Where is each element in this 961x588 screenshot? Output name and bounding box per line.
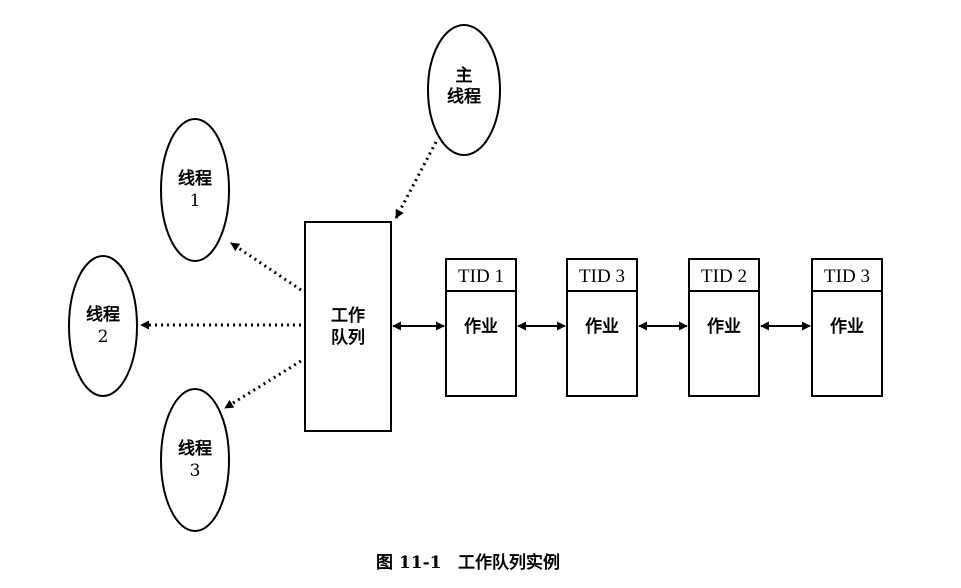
- thread-3-label: 线程: [178, 438, 212, 459]
- main-thread-label-line1: 主: [456, 65, 473, 86]
- job-4-label: 作业: [830, 316, 864, 337]
- job-4-node: TID 3 作业: [811, 258, 883, 397]
- figure-caption: 图 11-1 工作队列实例: [376, 552, 560, 573]
- job-3-label: 作业: [707, 316, 741, 337]
- thread-1-node: 线程 1: [160, 118, 230, 262]
- job-2-label: 作业: [585, 316, 619, 337]
- main-thread-node: 主 线程: [427, 24, 501, 156]
- job-2-node: TID 3 作业: [566, 258, 638, 397]
- caption-figure-number: 图 11-1: [376, 553, 441, 573]
- queue-to-thread-1-arrow: [230, 241, 302, 292]
- job-4-tid: TID 3: [824, 266, 870, 287]
- thread-1-label: 线程: [178, 168, 212, 189]
- thread-2-number: 2: [98, 327, 109, 347]
- main-to-queue-arrow: [394, 141, 438, 219]
- job-1-label: 作业: [464, 316, 498, 337]
- thread-3-node: 线程 3: [160, 388, 230, 532]
- job-2-tid: TID 3: [579, 266, 625, 287]
- work-queue-label-line1: 工作: [331, 305, 365, 326]
- job-1-tid: TID 1: [458, 266, 504, 287]
- queue-to-thread-3-arrow: [224, 359, 302, 410]
- thread-2-node: 线程 2: [68, 255, 138, 397]
- job-3-node: TID 2 作业: [688, 258, 760, 397]
- thread-3-number: 3: [190, 461, 201, 481]
- thread-1-number: 1: [190, 191, 201, 211]
- work-queue-label-line2: 队列: [331, 327, 365, 348]
- main-thread-label-line2: 线程: [447, 86, 481, 107]
- work-queue-node: 工作 队列: [304, 221, 392, 432]
- caption-title: 工作队列实例: [458, 552, 560, 573]
- job-3-tid: TID 2: [701, 266, 747, 287]
- thread-2-label: 线程: [86, 304, 120, 325]
- job-1-node: TID 1 作业: [445, 258, 517, 397]
